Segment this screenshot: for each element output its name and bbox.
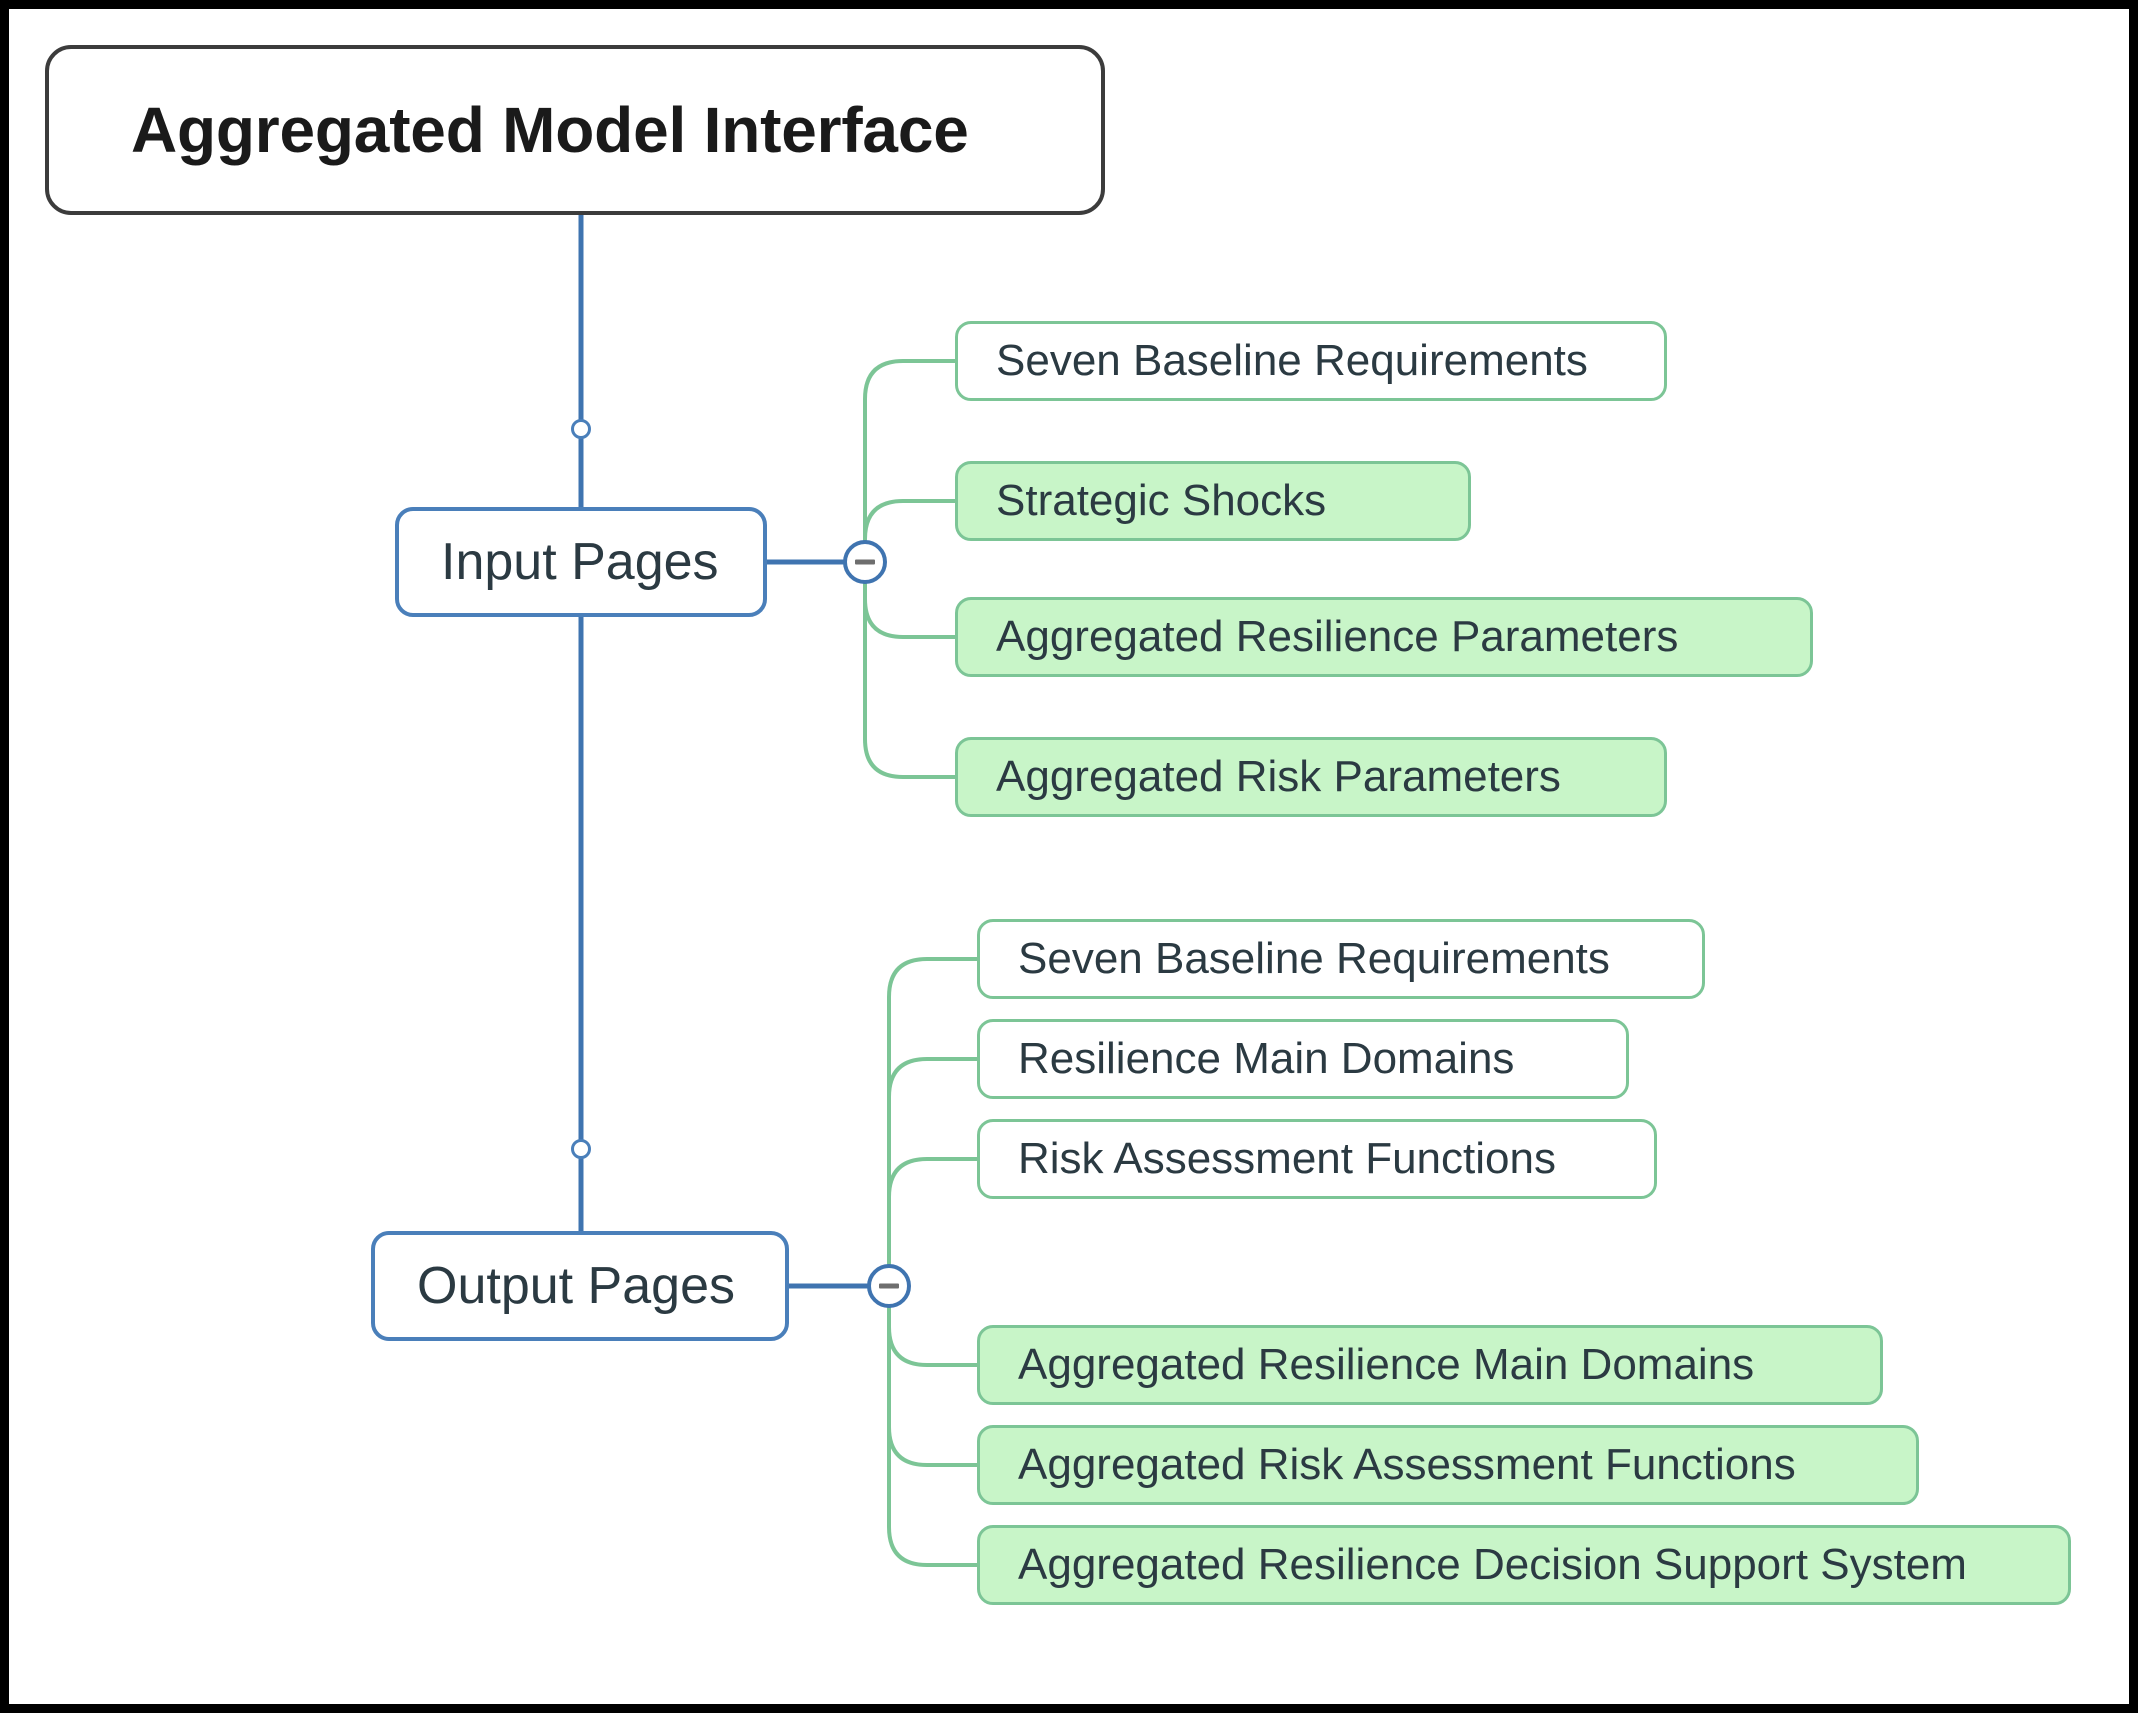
branch-node-output-pages[interactable]: Output Pages (371, 1231, 789, 1341)
leaf-node-label: Aggregated Resilience Decision Support S… (1018, 1540, 1967, 1589)
branch-node-input-pages[interactable]: Input Pages (395, 507, 767, 617)
leaf-node-output-seven-baseline-requirements[interactable]: Seven Baseline Requirements (977, 919, 1705, 999)
leaf-node-output-aggregated-resilience-main-domains[interactable]: Aggregated Resilience Main Domains (977, 1325, 1883, 1405)
leaf-node-output-aggregated-resilience-decision-support-system[interactable]: Aggregated Resilience Decision Support S… (977, 1525, 2071, 1605)
trunk-dot-input[interactable] (571, 419, 591, 439)
leaf-node-label: Aggregated Resilience Main Domains (1018, 1340, 1755, 1389)
leaf-node-label: Seven Baseline Requirements (996, 336, 1588, 385)
leaf-node-input-seven-baseline-requirements[interactable]: Seven Baseline Requirements (955, 321, 1667, 401)
leaf-node-output-aggregated-risk-assessment-functions[interactable]: Aggregated Risk Assessment Functions (977, 1425, 1919, 1505)
leaf-node-label: Resilience Main Domains (1018, 1034, 1515, 1083)
leaf-node-input-strategic-shocks[interactable]: Strategic Shocks (955, 461, 1471, 541)
leaf-node-output-risk-assessment-functions[interactable]: Risk Assessment Functions (977, 1119, 1657, 1199)
minus-circle-icon-input-pages[interactable] (843, 540, 887, 584)
leaf-node-label: Aggregated Risk Assessment Functions (1018, 1440, 1796, 1489)
branch-node-label-output-pages: Output Pages (417, 1257, 735, 1315)
minus-circle-icon-output-pages[interactable] (867, 1264, 911, 1308)
root-node-aggregated-model-interface[interactable]: Aggregated Model Interface (45, 45, 1105, 215)
trunk-dot-output[interactable] (571, 1139, 591, 1159)
leaf-node-input-aggregated-resilience-parameters[interactable]: Aggregated Resilience Parameters (955, 597, 1813, 677)
leaf-node-label: Aggregated Risk Parameters (996, 752, 1561, 801)
leaf-node-label: Risk Assessment Functions (1018, 1134, 1556, 1183)
leaf-node-output-resilience-main-domains[interactable]: Resilience Main Domains (977, 1019, 1629, 1099)
root-node-label: Aggregated Model Interface (131, 94, 969, 166)
leaf-node-label: Aggregated Resilience Parameters (996, 612, 1679, 661)
branch-node-label-input-pages: Input Pages (441, 533, 719, 591)
leaf-node-label: Seven Baseline Requirements (1018, 934, 1610, 983)
leaf-node-label: Strategic Shocks (996, 476, 1327, 525)
leaf-node-input-aggregated-risk-parameters[interactable]: Aggregated Risk Parameters (955, 737, 1667, 817)
